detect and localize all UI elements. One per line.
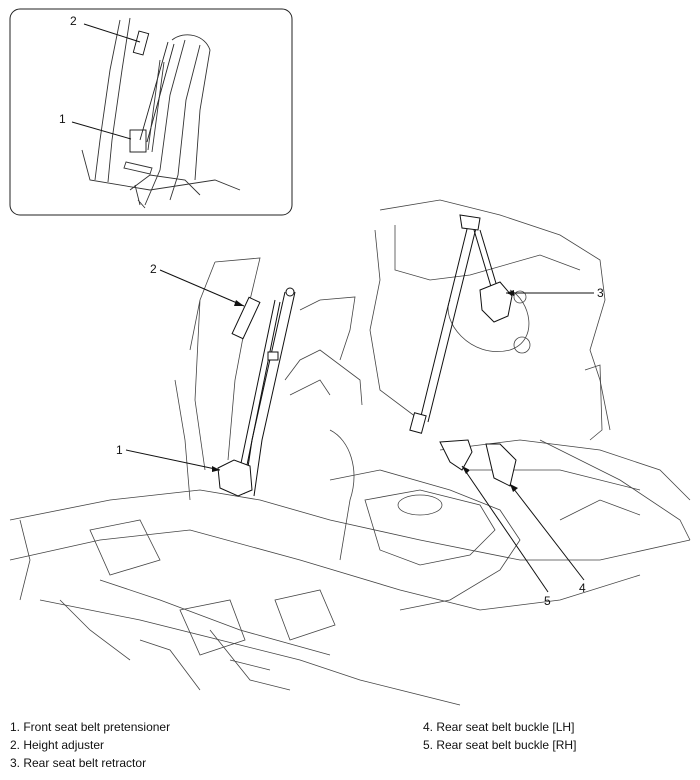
rear-buckle-rh-part	[439, 439, 473, 471]
inset-frame	[9, 8, 293, 216]
seat-belt-components	[217, 214, 517, 497]
seat-belt-diagram: 2 1	[9, 8, 691, 706]
inset-pillar-drawing	[81, 17, 241, 209]
height-adjuster-part	[231, 296, 261, 340]
legend-item-2: 2. Height adjuster	[10, 738, 105, 752]
rear-belt-webbing	[419, 224, 477, 423]
legend-item-5: 5. Rear seat belt buckle [RH]	[423, 738, 577, 752]
main-callout-3: 3	[597, 286, 604, 300]
parts-legend: 1. Front seat belt pretensioner 2. Heigh…	[0, 718, 700, 780]
pretensioner-part	[217, 459, 253, 497]
legend-column-right: 4. Rear seat belt buckle [LH] 5. Rear se…	[423, 718, 576, 754]
legend-column-left: 1. Front seat belt pretensioner 2. Heigh…	[10, 718, 170, 772]
front-belt-webbing	[243, 291, 296, 497]
main-callouts: 2 1 3 5 4	[116, 262, 604, 608]
main-callout-4: 4	[579, 581, 586, 595]
main-callout-2: 2	[150, 262, 157, 276]
main-callout-5: 5	[544, 594, 551, 608]
legend-item-1: 1. Front seat belt pretensioner	[10, 720, 171, 734]
vehicle-body-drawing	[9, 199, 691, 706]
legend-item-4: 4. Rear seat belt buckle [LH]	[423, 720, 575, 734]
inset-callout-1: 1	[59, 112, 66, 126]
inset-callout-2: 2	[70, 14, 77, 28]
rear-buckle-lh-part	[485, 443, 517, 487]
legend-item-3: 3. Rear seat belt retractor	[10, 756, 147, 770]
rear-retractor-part	[479, 281, 513, 323]
inset-view: 2 1	[9, 8, 293, 216]
main-callout-1: 1	[116, 443, 123, 457]
